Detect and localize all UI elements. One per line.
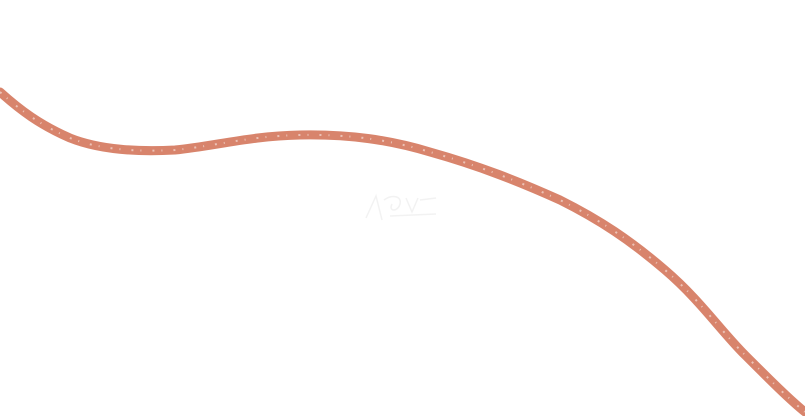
watermark-logo-icon [362, 190, 440, 224]
brush-stroke-curve [0, 87, 805, 416]
brush-stroke-texture [0, 91, 805, 413]
